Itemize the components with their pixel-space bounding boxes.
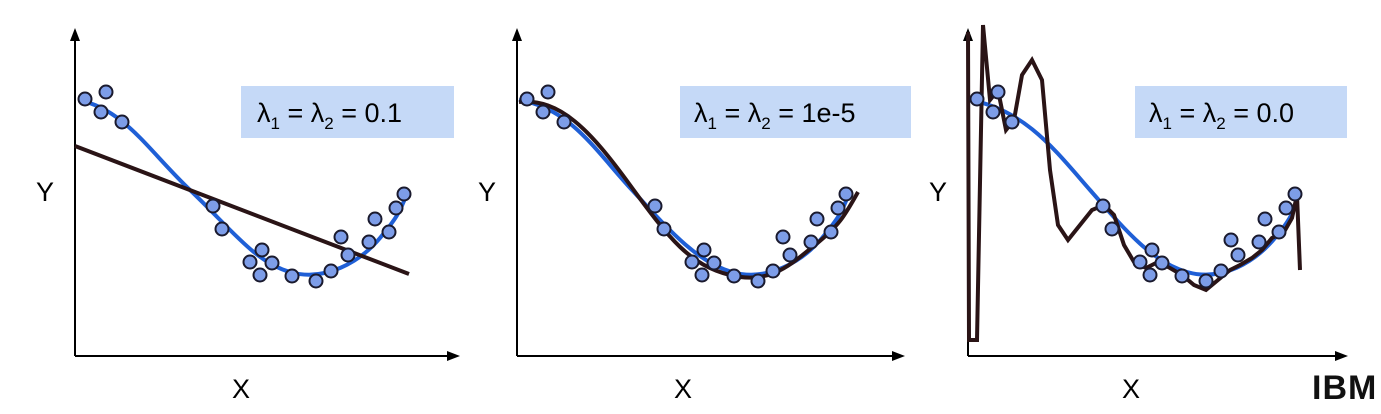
data-points — [77, 84, 412, 289]
data-point — [803, 234, 819, 250]
data-point — [284, 268, 300, 284]
lambda-formula: λ1 = λ2 = 1e-5 — [694, 98, 856, 133]
x-axis-label: X — [1122, 374, 1140, 404]
data-points — [969, 84, 1303, 289]
y-axis-label: Y — [929, 177, 947, 207]
data-point — [765, 263, 781, 279]
model-fit-curve — [518, 99, 860, 280]
data-point — [333, 229, 349, 245]
model-fit-curve — [966, 24, 1302, 342]
data-point — [838, 186, 854, 202]
data-point — [1230, 247, 1246, 263]
data-point — [519, 91, 535, 107]
data-point — [1154, 255, 1170, 271]
data-point — [823, 224, 839, 240]
data-point — [1132, 254, 1148, 270]
panel-2: Y X λ1 = λ2 = 1 — [478, 28, 911, 404]
data-point — [114, 114, 130, 130]
data-point — [969, 91, 985, 107]
data-point — [98, 84, 114, 100]
x-axis-arrow — [892, 351, 905, 361]
data-point — [1223, 232, 1239, 248]
lambda-label-box — [1135, 86, 1347, 138]
data-point — [775, 229, 791, 245]
x-axis-arrow — [447, 351, 460, 361]
lambda-label-box — [241, 86, 454, 138]
data-point — [694, 267, 710, 283]
data-point — [264, 255, 280, 271]
data-point — [706, 255, 722, 271]
data-point — [1278, 200, 1294, 216]
x-axis-arrow — [1335, 351, 1348, 361]
data-point — [252, 267, 268, 283]
y-axis-arrow — [70, 28, 80, 41]
lambda-label: λ1 = λ2 = 0.1 — [241, 86, 454, 138]
data-point — [656, 221, 672, 237]
data-point — [1198, 273, 1214, 289]
data-point — [1271, 224, 1287, 240]
data-point — [535, 104, 551, 120]
panel-3: Y X λ1 = λ2 = 0 — [929, 24, 1348, 404]
lambda-formula: λ1 = λ2 = 0.1 — [257, 98, 402, 133]
data-point — [990, 84, 1006, 100]
model-fit-line — [74, 144, 410, 276]
data-point — [381, 224, 397, 240]
data-point — [340, 247, 356, 263]
data-point — [242, 254, 258, 270]
data-point — [1095, 198, 1111, 214]
data-point — [1144, 242, 1160, 258]
lambda-label-box — [680, 86, 911, 138]
x-axis-label: X — [674, 374, 692, 404]
data-point — [323, 263, 339, 279]
data-point — [361, 234, 377, 250]
data-point — [1287, 186, 1303, 202]
data-point — [1257, 211, 1273, 227]
data-point — [205, 198, 221, 214]
x-axis-label: X — [232, 374, 250, 404]
lambda-label: λ1 = λ2 = 1e-5 — [680, 86, 911, 138]
data-point — [985, 104, 1001, 120]
data-point — [830, 200, 846, 216]
data-point — [782, 247, 798, 263]
lambda-value: 0.1 — [365, 98, 403, 128]
data-points — [519, 84, 854, 289]
data-point — [540, 84, 556, 100]
data-point — [367, 211, 383, 227]
data-point — [1104, 221, 1120, 237]
y-axis-arrow — [512, 28, 522, 41]
data-point — [93, 104, 109, 120]
lambda-label: λ1 = λ2 = 0.0 — [1135, 86, 1347, 138]
data-point — [750, 273, 766, 289]
lambda-value: 1e-5 — [802, 98, 856, 128]
data-point — [809, 211, 825, 227]
data-point — [556, 114, 572, 130]
ibm-logo: IBM — [1312, 369, 1377, 407]
data-point — [1004, 114, 1020, 130]
data-point — [696, 242, 712, 258]
data-point — [1142, 267, 1158, 283]
data-point — [77, 91, 93, 107]
data-point — [396, 186, 412, 202]
data-point — [1174, 268, 1190, 284]
data-point — [214, 221, 230, 237]
y-axis-label: Y — [36, 177, 54, 207]
y-axis-label: Y — [478, 177, 496, 207]
data-point — [308, 273, 324, 289]
data-point — [647, 198, 663, 214]
data-point — [726, 268, 742, 284]
data-point — [254, 242, 270, 258]
data-point — [388, 200, 404, 216]
lambda-value: 0.0 — [1257, 98, 1295, 128]
lambda-formula: λ1 = λ2 = 0.0 — [1149, 98, 1294, 133]
data-point — [1213, 263, 1229, 279]
data-point — [684, 254, 700, 270]
data-point — [1251, 234, 1267, 250]
panel-1: Y X λ1 = λ2 = 0 — [36, 28, 460, 404]
